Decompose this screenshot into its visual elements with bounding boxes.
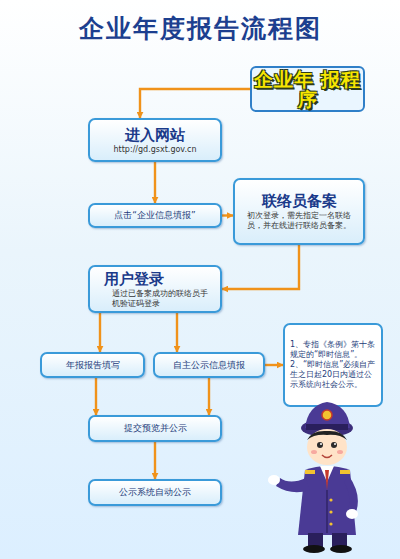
box-heading: 联络员备案: [262, 192, 337, 210]
flow-arrow: [222, 245, 299, 289]
box-body: 通过已备案成功的联络员手机验证码登录: [104, 288, 220, 309]
flow-arrow: [154, 442, 156, 479]
process-box: 点击“企业信息填报”: [88, 203, 222, 228]
box-label: 公示系统自动公示: [119, 487, 191, 498]
flow-arrow: [176, 313, 178, 352]
flow-arrow: [99, 313, 101, 352]
flow-arrow: [208, 378, 210, 415]
box-label: 点击“企业信息填报”: [114, 210, 195, 221]
box-label: 提交预览并公示: [124, 423, 187, 434]
flow-arrow: [154, 162, 156, 203]
box-label: 自主公示信息填报: [173, 360, 245, 371]
box-body: http://gd.gsxt.gov.cn: [108, 144, 203, 155]
inspector-mascot: [268, 402, 358, 553]
note-text: 2、“即时信息”必须自产生之日起20日内通过公示系统向社会公示。: [290, 360, 376, 390]
box-heading: 进入网站: [125, 126, 185, 144]
note-box: 1、专指《条例》第十条规定的“即时信息”。2、“即时信息”必须自产生之日起20日…: [283, 323, 383, 407]
flow-arrow: [140, 89, 250, 118]
box-heading: 用户登录: [104, 270, 164, 288]
process-box: 公示系统自动公示: [88, 479, 222, 506]
box-label: 年报报告填写: [66, 360, 120, 371]
process-box: 联络员备案初次登录，需先指定一名联络员，并在线进行联络员备案。: [233, 178, 365, 245]
process-box: 自主公示信息填报: [153, 352, 265, 378]
process-box: 用户登录通过已备案成功的联络员手机验证码登录: [88, 265, 222, 313]
note-text: 1、专指《条例》第十条规定的“即时信息”。: [290, 340, 376, 360]
flow-arrow: [222, 214, 233, 216]
diagram-title: 企业年度报告流程图: [0, 12, 400, 45]
process-box: 提交预览并公示: [88, 415, 222, 442]
process-box: 进入网站http://gd.gsxt.gov.cn: [88, 118, 222, 162]
box-body: 初次登录，需先指定一名联络员，并在线进行联络员备案。: [235, 210, 363, 231]
flow-arrow: [265, 364, 283, 366]
box-label: 企业年 报程序: [252, 69, 363, 109]
process-box: 年报报告填写: [40, 352, 145, 378]
program-badge: 企业年 报程序: [250, 66, 365, 112]
flow-arrow: [95, 378, 97, 415]
